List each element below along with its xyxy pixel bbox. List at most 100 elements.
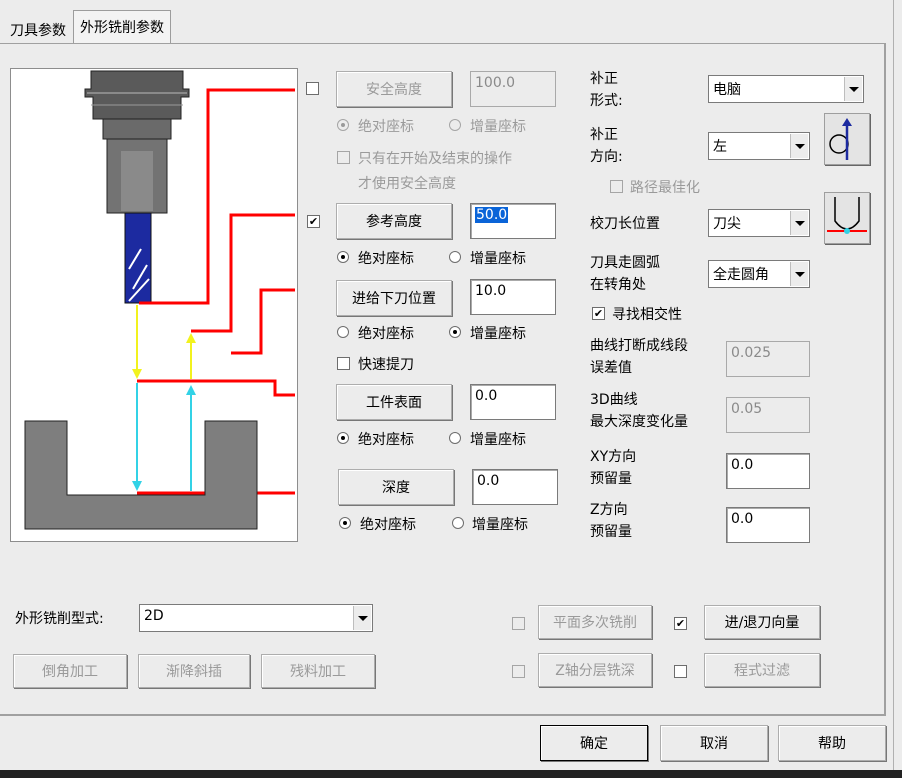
tab-label: 刀具参数 xyxy=(10,23,66,39)
feed-plane-input[interactable]: 10.0 xyxy=(470,279,556,315)
lead-in-out-checkbox[interactable]: ✔ xyxy=(674,617,687,630)
remachining-button[interactable]: 残料加工 xyxy=(261,654,375,688)
cancel-button[interactable]: 取消 xyxy=(660,725,768,761)
tab-contour-parameters[interactable]: 外形铣削参数 xyxy=(73,10,171,44)
chevron-down-icon[interactable] xyxy=(844,77,862,101)
feed-inc-radio[interactable] xyxy=(449,326,461,338)
depth-button[interactable]: 深度 xyxy=(338,469,454,505)
input-value: 0.05 xyxy=(731,401,763,417)
button-label: 帮助 xyxy=(818,736,846,752)
safety-height-input[interactable]: 100.0 xyxy=(470,71,556,107)
label-line: 误差值 xyxy=(590,360,632,376)
label-line: 补正 xyxy=(590,71,618,87)
xy-stock-label: XY方向预留量 xyxy=(590,446,636,490)
comp-type-dropdown[interactable]: 电脑 xyxy=(708,75,864,103)
depth-cuts-checkbox[interactable] xyxy=(512,665,525,678)
filter-checkbox[interactable] xyxy=(674,665,687,678)
filter-button[interactable]: 程式过滤 xyxy=(704,653,820,687)
chevron-down-icon[interactable] xyxy=(353,606,371,630)
z-stock-input[interactable]: 0.0 xyxy=(726,507,810,543)
roll-corners-label: 刀具走圆弧在转角处 xyxy=(590,252,660,296)
label-line: 预留量 xyxy=(590,471,632,487)
button-label: 倒角加工 xyxy=(42,664,98,680)
tool-profile xyxy=(834,197,860,230)
only-start-end-label-2: 才使用安全高度 xyxy=(358,176,456,192)
tip-comp-dropdown[interactable]: 刀尖 xyxy=(708,209,810,237)
ref-inc-radio[interactable] xyxy=(449,251,461,263)
button-label: 进/退刀向量 xyxy=(724,615,800,631)
safety-abs-label: 绝对座标 xyxy=(358,119,414,135)
input-value: 0.025 xyxy=(731,345,772,361)
button-label: 确定 xyxy=(580,736,608,752)
tab-divider xyxy=(0,43,885,44)
comp-direction-preview xyxy=(824,113,870,165)
chevron-down-icon[interactable] xyxy=(790,211,808,235)
chevron-down-icon[interactable] xyxy=(790,134,808,158)
stock-inc-label: 增量座标 xyxy=(470,432,526,448)
multi-passes-button[interactable]: 平面多次铣削 xyxy=(538,605,652,639)
fast-retract-label: 快速提刀 xyxy=(358,357,414,373)
label-line: 预留量 xyxy=(590,524,632,540)
ref-abs-radio[interactable] xyxy=(337,251,349,263)
button-label: 渐降斜插 xyxy=(166,664,222,680)
ref-height-input[interactable]: 50.0 xyxy=(470,203,556,239)
find-intersect-checkbox[interactable]: ✔ xyxy=(592,307,605,320)
stock-abs-radio[interactable] xyxy=(337,432,349,444)
lead-in-out-button[interactable]: 进/退刀向量 xyxy=(704,605,820,639)
arrow-up-icon xyxy=(842,118,852,126)
roll-corners-dropdown[interactable]: 全走圆角 xyxy=(708,260,810,288)
dropdown-value: 刀尖 xyxy=(713,216,741,232)
contour-type-dropdown[interactable]: 2D xyxy=(139,604,373,632)
top-of-stock-button[interactable]: 工件表面 xyxy=(336,384,452,420)
linearize-input[interactable]: 0.025 xyxy=(726,341,810,377)
panel-border xyxy=(884,43,886,715)
ref-inc-label: 增量座标 xyxy=(470,251,526,267)
label-line: 曲线打断成线段 xyxy=(590,338,688,354)
reference-height-line xyxy=(191,213,295,333)
ok-button[interactable]: 确定 xyxy=(540,725,648,761)
safety-height-button[interactable]: 安全高度 xyxy=(336,71,452,107)
chamfer-button[interactable]: 倒角加工 xyxy=(13,654,127,688)
tool-tip-icon xyxy=(827,197,867,234)
stock-inc-radio[interactable] xyxy=(449,432,461,444)
fast-retract-checkbox[interactable] xyxy=(337,357,350,370)
button-label: Z轴分层铣深 xyxy=(555,663,635,679)
input-value: 0.0 xyxy=(475,388,498,404)
dropdown-value: 电脑 xyxy=(713,82,741,98)
feed-abs-radio[interactable] xyxy=(337,326,349,338)
depth-cuts-button[interactable]: Z轴分层铣深 xyxy=(538,653,652,687)
dropdown-value: 2D xyxy=(144,608,164,624)
help-button[interactable]: 帮助 xyxy=(778,725,886,761)
depth-abs-radio[interactable] xyxy=(339,517,351,529)
top-of-stock-input[interactable]: 0.0 xyxy=(470,384,556,420)
ref-height-checkbox[interactable]: ✔ xyxy=(307,215,320,228)
button-label: 残料加工 xyxy=(290,664,346,680)
depth-inc-radio[interactable] xyxy=(452,517,464,529)
depth-input[interactable]: 0.0 xyxy=(472,469,558,505)
checkmark-icon: ✔ xyxy=(593,307,604,320)
tip-point xyxy=(844,228,850,234)
chevron-down-icon[interactable] xyxy=(790,262,808,286)
max-depth-label: 3D曲线最大深度变化量 xyxy=(590,389,688,433)
multi-passes-checkbox[interactable] xyxy=(512,617,525,630)
safety-height-checkbox[interactable] xyxy=(306,82,319,95)
label-line: Z方向 xyxy=(590,502,628,518)
label-line: 在转角处 xyxy=(590,277,646,293)
safety-inc-radio[interactable] xyxy=(449,119,461,131)
find-intersect-label: 寻找相交性 xyxy=(612,307,682,323)
only-start-end-checkbox[interactable] xyxy=(337,151,350,164)
max-depth-input[interactable]: 0.05 xyxy=(726,397,810,433)
comp-dir-dropdown[interactable]: 左 xyxy=(708,132,810,160)
xy-stock-input[interactable]: 0.0 xyxy=(726,453,810,489)
ref-height-button[interactable]: 参考高度 xyxy=(336,203,452,239)
safety-abs-radio[interactable] xyxy=(337,119,349,131)
ramp-button[interactable]: 渐降斜插 xyxy=(138,654,250,688)
feed-plane-button[interactable]: 进给下刀位置 xyxy=(336,280,452,316)
optimize-path-checkbox[interactable] xyxy=(610,180,623,193)
stock-abs-label: 绝对座标 xyxy=(358,432,414,448)
label-line: 补正 xyxy=(590,127,618,143)
tab-tool-parameters[interactable]: 刀具参数 xyxy=(4,14,72,44)
button-label: 程式过滤 xyxy=(734,663,790,679)
input-value: 0.0 xyxy=(477,473,500,489)
window-bottom-shadow xyxy=(0,770,902,778)
